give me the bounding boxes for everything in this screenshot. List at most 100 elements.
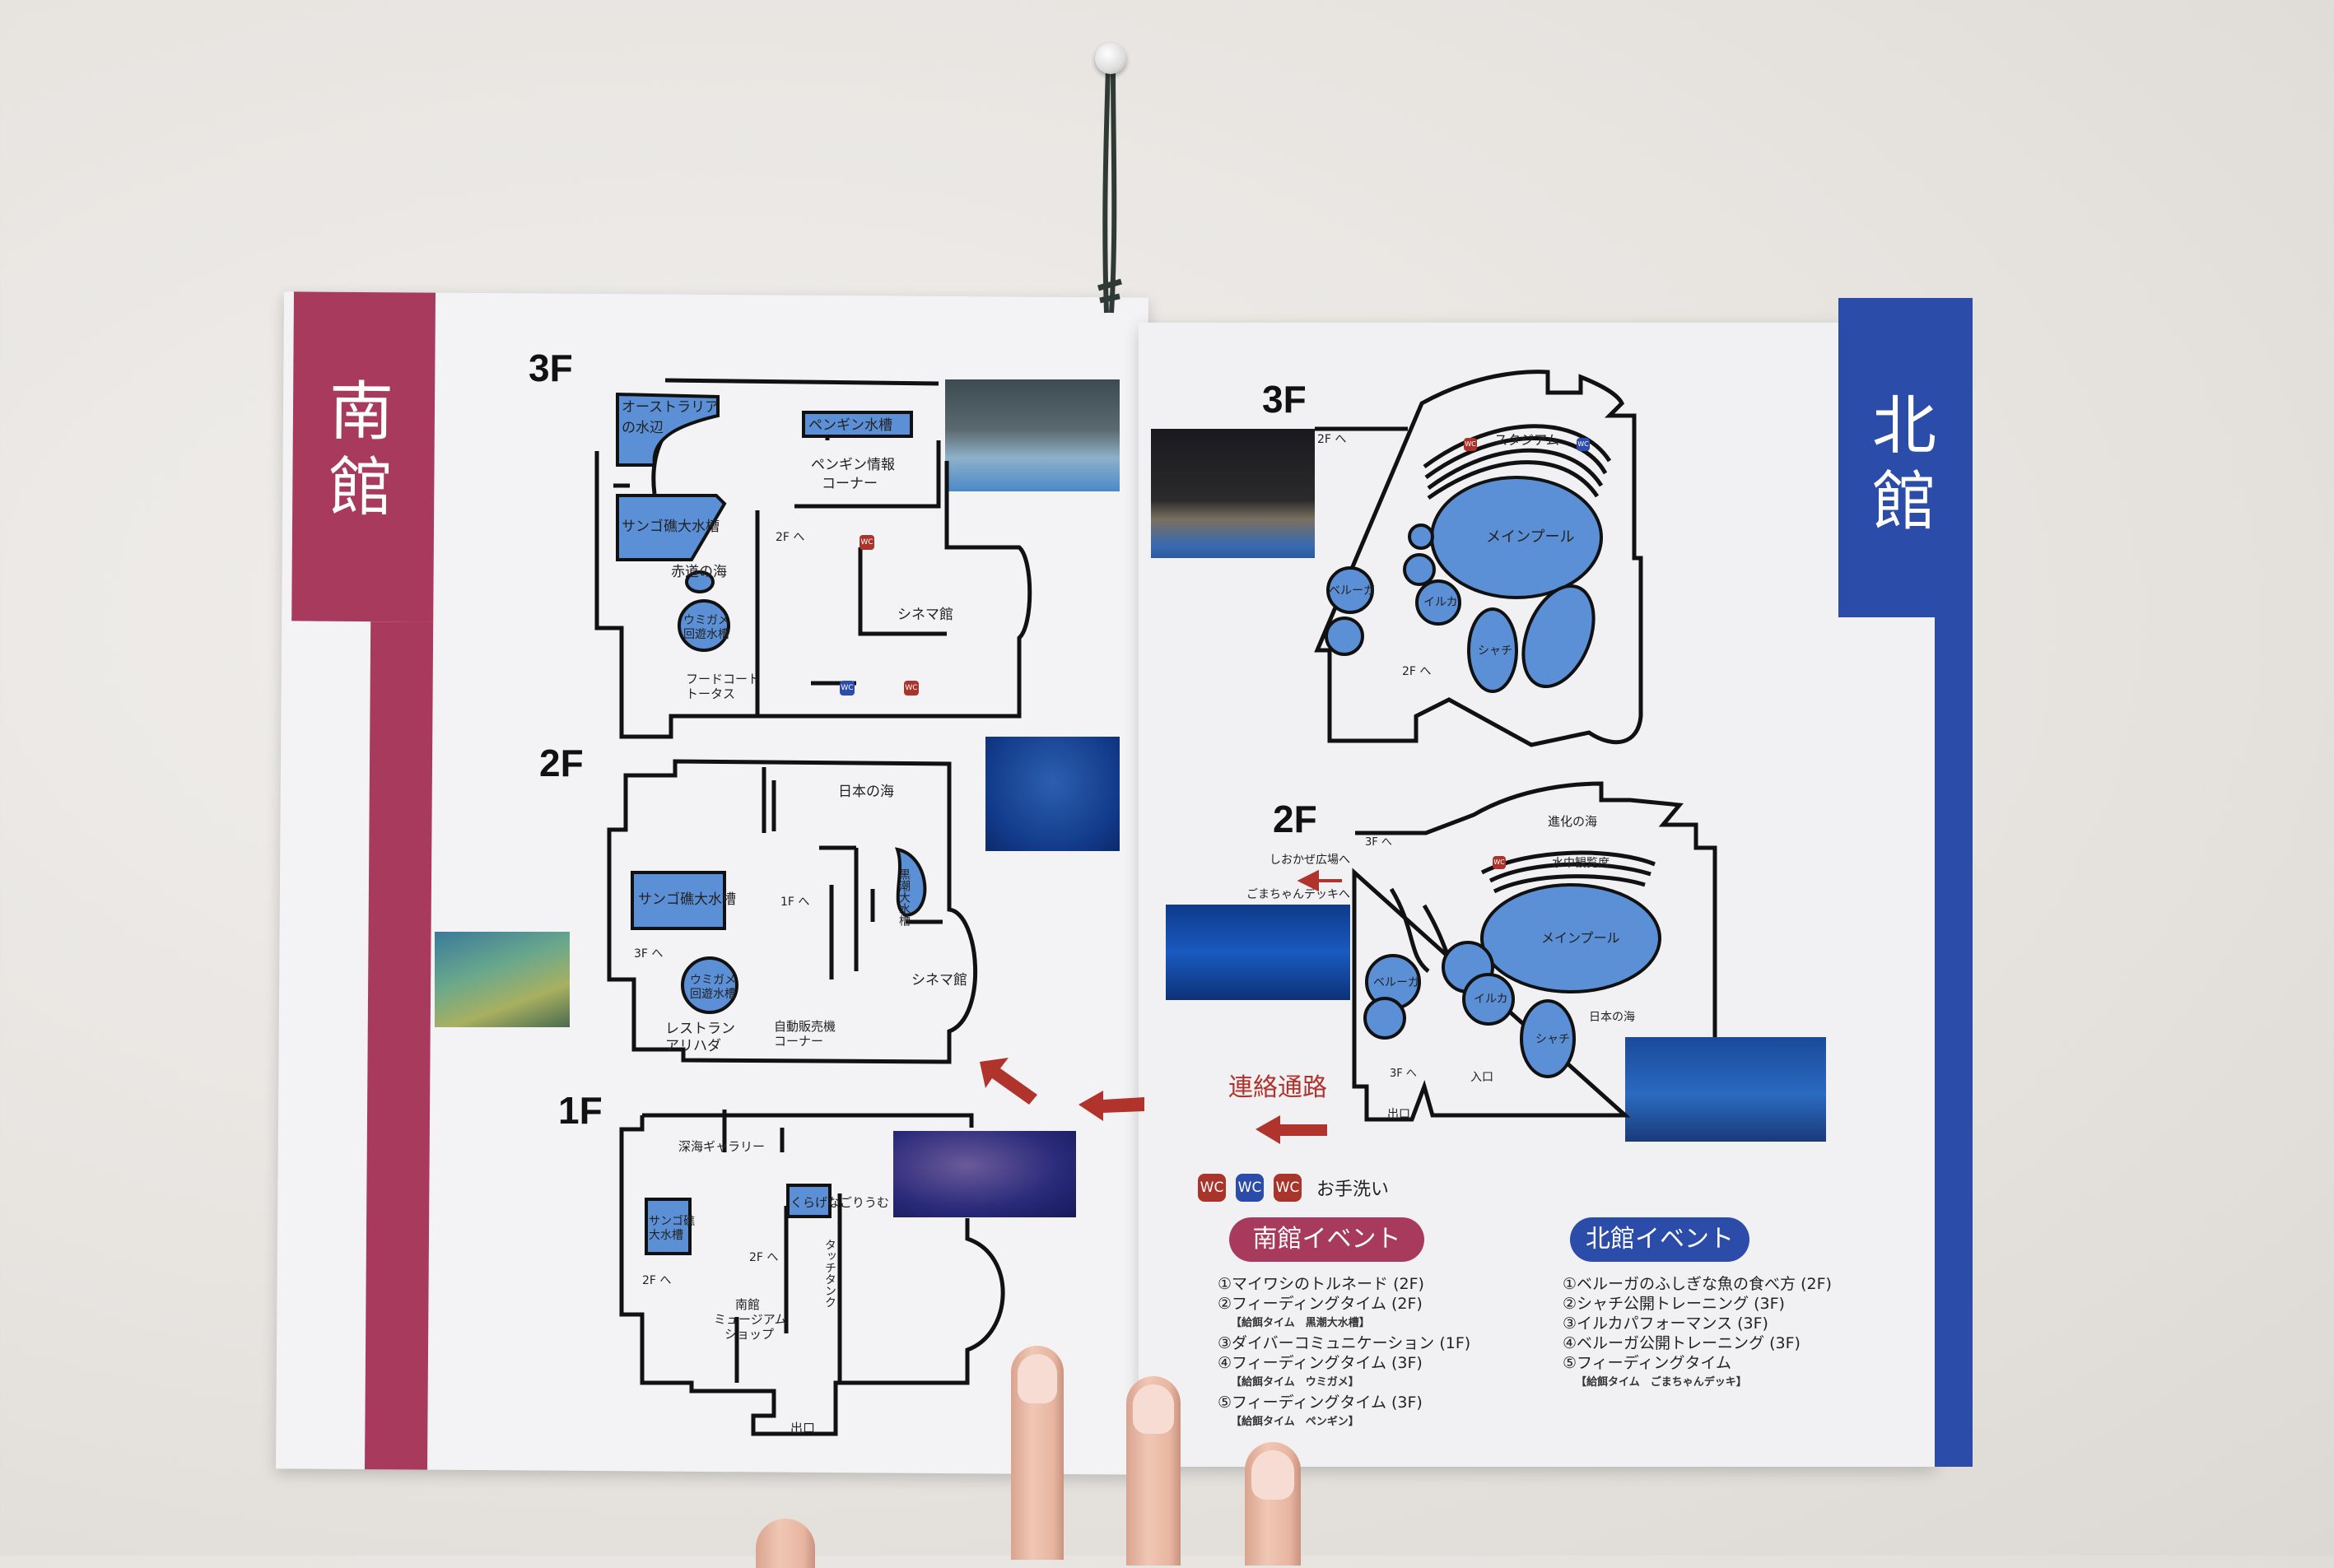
map-label: コーナー bbox=[774, 1034, 823, 1049]
turtle-photo bbox=[435, 932, 570, 1027]
map-label: 深海ギャラリー bbox=[678, 1139, 765, 1154]
fish-school-photo bbox=[893, 1131, 1076, 1217]
event-item: ③ダイバーコミュニケーション (1F) bbox=[1218, 1334, 1471, 1352]
wc-icon: WC bbox=[1198, 1174, 1226, 1202]
map-label: ショップ bbox=[724, 1327, 774, 1342]
wc-legend-text: お手洗い bbox=[1316, 1179, 1390, 1200]
finger bbox=[1011, 1346, 1064, 1560]
event-item: ④ベルーガ公開トレーニング (3F) bbox=[1563, 1334, 1801, 1352]
north-3f-outline bbox=[1314, 370, 1643, 747]
map-label: 2F へ bbox=[1317, 433, 1346, 446]
penguin-tank bbox=[802, 411, 913, 438]
map-label: フードコート bbox=[686, 672, 760, 686]
sardine-photo bbox=[985, 737, 1120, 851]
kuroshio-tank bbox=[894, 847, 927, 918]
connector-label: 連絡通路 bbox=[1228, 1073, 1327, 1102]
map-label: 回遊水槽 bbox=[690, 988, 736, 1001]
south-2f-coral-tank bbox=[631, 871, 726, 930]
map-label: ミュージアム bbox=[714, 1312, 787, 1327]
event-item: ⑤フィーディングタイム (3F) bbox=[1218, 1394, 1423, 1412]
map-label: 赤道の海 bbox=[671, 564, 727, 580]
map-label: 1F へ bbox=[780, 896, 809, 909]
north-events-list: ①ベルーガのふしぎな魚の食べ方 (2F) ②シャチ公開トレーニング (3F) ③… bbox=[1563, 1274, 1832, 1393]
map-label: サンゴ礁大水槽 bbox=[622, 518, 720, 535]
map-label: 2F へ bbox=[776, 531, 804, 544]
map-label: タッチタンク bbox=[823, 1239, 836, 1308]
hanging-string bbox=[1097, 66, 1122, 314]
map-label: ベルーガ bbox=[1329, 584, 1375, 598]
equator-tank bbox=[685, 570, 715, 593]
map-label: ウミガメ bbox=[683, 614, 729, 627]
south-3f-turtle-tank bbox=[678, 599, 730, 652]
map-label: シネマ館 bbox=[897, 607, 953, 623]
dolphins-photo bbox=[1166, 905, 1350, 1000]
map-label: 入口 bbox=[1470, 1071, 1493, 1084]
south-2f-title: 2F bbox=[539, 742, 584, 784]
map-label: レストラン bbox=[665, 1021, 735, 1037]
map-label: サンゴ礁 bbox=[649, 1214, 695, 1228]
map-label: シネマ館 bbox=[911, 972, 967, 989]
event-subnote: 【給餌タイム 黒潮大水槽】 bbox=[1231, 1317, 1370, 1329]
north-3f-orca-pool-2 bbox=[1521, 584, 1596, 689]
wc-icon: WC bbox=[1274, 1174, 1302, 1202]
south-3f-outline bbox=[594, 378, 1032, 739]
map-label: しおかぜ広場へ bbox=[1269, 854, 1350, 867]
event-item: ①ベルーガのふしぎな魚の食べ方 (2F) bbox=[1563, 1275, 1832, 1293]
arrow-up-left-icon bbox=[980, 1058, 1037, 1105]
map-label: ごまちゃんデッキへ bbox=[1246, 887, 1350, 901]
wc-icon: WC bbox=[904, 681, 919, 696]
south-3f-title: 3F bbox=[529, 347, 573, 389]
south-events-list: ①マイワシのトルネード (2F) ②フィーディングタイム (2F) 【給餌タイム… bbox=[1218, 1274, 1470, 1432]
arrow-left-icon bbox=[1078, 1091, 1144, 1121]
event-item: ①マイワシのトルネード (2F) bbox=[1218, 1275, 1424, 1293]
map-label: サンゴ礁大水槽 bbox=[638, 891, 736, 908]
south-1f-outline bbox=[619, 1113, 1005, 1436]
map-label: メインプール bbox=[1541, 930, 1620, 946]
wc-icon: WC bbox=[1464, 438, 1477, 451]
south-3f-coral-tank bbox=[616, 494, 727, 561]
map-label: 日本の海 bbox=[838, 784, 894, 800]
north-2f-dolphin-pool bbox=[1462, 973, 1515, 1026]
event-item: ④フィーディングタイム (3F) bbox=[1218, 1354, 1423, 1372]
map-label: スタジアム bbox=[1494, 432, 1559, 448]
map-label: 2F へ bbox=[749, 1251, 778, 1264]
finger bbox=[1126, 1376, 1181, 1566]
connector-arrows bbox=[980, 1058, 1327, 1144]
north-band bbox=[1838, 298, 1973, 617]
event-subnote: 【給餌タイム ごまちゃんデッキ】 bbox=[1576, 1376, 1747, 1389]
map-label: オーストラリア bbox=[622, 399, 719, 416]
australia-tank bbox=[616, 392, 720, 467]
map-label: シャチ bbox=[1478, 644, 1512, 658]
south-events-title: 南館イベント bbox=[1229, 1217, 1424, 1262]
penguin-photo bbox=[945, 379, 1120, 491]
map-label: 水中観覧席 bbox=[1552, 856, 1610, 870]
map-label: シャチ bbox=[1535, 1033, 1570, 1046]
event-subnote: 【給餌タイム ペンギン】 bbox=[1231, 1416, 1359, 1428]
map-label: 回遊水槽 bbox=[683, 628, 729, 641]
map-label: アリハダ bbox=[665, 1038, 721, 1054]
map-label: ペンギン水槽 bbox=[808, 417, 892, 434]
north-3f-title: 3F bbox=[1262, 378, 1307, 421]
north-3f-orca-pool bbox=[1467, 607, 1518, 693]
map-label: くらげなごりうむ bbox=[790, 1195, 889, 1210]
map-label: コーナー bbox=[822, 476, 878, 492]
map-label: 2F へ bbox=[1402, 665, 1431, 678]
north-events-title: 北館イベント bbox=[1570, 1217, 1749, 1262]
north-2f-outline bbox=[1352, 781, 1717, 1122]
wc-icon: WC bbox=[1493, 856, 1506, 869]
map-label: 進化の海 bbox=[1548, 814, 1597, 829]
north-2f-title: 2F bbox=[1273, 798, 1317, 840]
wc-icon: WC bbox=[840, 681, 855, 696]
north-3f-small-pool bbox=[1403, 553, 1436, 586]
map-label: 黒潮大水槽 bbox=[897, 868, 911, 927]
north-3f-beluga-pool bbox=[1326, 566, 1374, 614]
north-band-label: 北館 bbox=[1871, 389, 1936, 539]
wc-icon: WC bbox=[1236, 1174, 1264, 1202]
wc-icon: WC bbox=[1577, 438, 1590, 451]
south-1f-coral-tank bbox=[645, 1198, 692, 1255]
map-label: メインプール bbox=[1486, 528, 1574, 546]
shiokaze-arrow-head-icon bbox=[1297, 869, 1319, 892]
map-label: 3F へ bbox=[1390, 1068, 1417, 1080]
north-band-strip bbox=[1935, 617, 1973, 1467]
